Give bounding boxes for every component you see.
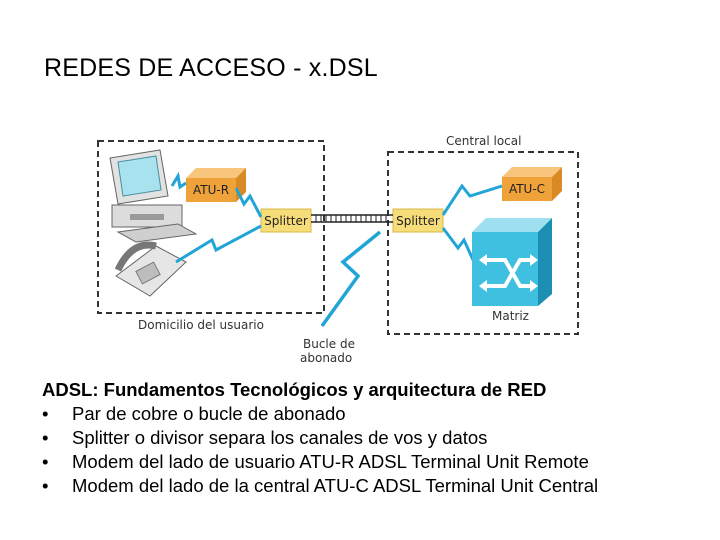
bullet-item: • Modem del lado de usuario ATU-R ADSL Te… bbox=[42, 450, 702, 474]
content-heading: ADSL: Fundamentos Tecnológicos y arquite… bbox=[42, 379, 547, 400]
loop-label-line2: abonado bbox=[300, 351, 352, 365]
splitter-right-label: Splitter bbox=[396, 214, 440, 228]
matrix-label: Matriz bbox=[492, 309, 529, 323]
bullet-text: Modem del lado de la central ATU-C ADSL … bbox=[72, 475, 599, 496]
home-region bbox=[97, 140, 325, 314]
home-label: Domicilio del usuario bbox=[138, 318, 264, 332]
atu-c-box: ATU-C bbox=[502, 167, 562, 201]
content-block: ADSL: Fundamentos Tecnológicos y arquite… bbox=[42, 378, 702, 498]
copper-pair-line bbox=[311, 214, 393, 223]
bullet-text: Par de cobre o bucle de abonado bbox=[72, 403, 346, 424]
bullet-icon: • bbox=[42, 451, 49, 472]
central-label: Central local bbox=[446, 134, 521, 148]
central-region bbox=[387, 151, 579, 335]
telephone-icon bbox=[114, 241, 187, 297]
bullet-icon: • bbox=[42, 403, 49, 424]
bullet-icon: • bbox=[42, 427, 49, 448]
switch-arrows-icon bbox=[486, 258, 530, 288]
link-atur-splitter bbox=[234, 187, 263, 218]
bullet-text: Splitter o divisor separa los canales de… bbox=[72, 427, 488, 448]
link-phone-splitter bbox=[175, 224, 262, 264]
subscriber-loop-lightning bbox=[320, 230, 382, 328]
link-splitter-matrix bbox=[441, 227, 476, 263]
atu-r-box: ATU-R bbox=[186, 168, 246, 202]
bullet-item: • Modem del lado de la central ATU-C ADSL… bbox=[42, 474, 702, 498]
splitter-right-box: Splitter bbox=[392, 208, 444, 233]
adsl-diagram: Central local Domicilio del usuario ATU-… bbox=[97, 134, 579, 365]
bullet-icon: • bbox=[42, 475, 49, 496]
atu-c-label: ATU-C bbox=[509, 182, 545, 196]
slide-title: REDES DE ACCESO - x.DSL bbox=[44, 54, 378, 82]
bullet-text: Modem del lado de usuario ATU-R ADSL Ter… bbox=[72, 451, 589, 472]
atu-r-label: ATU-R bbox=[193, 183, 229, 197]
loop-label-line1: Bucle de bbox=[303, 337, 355, 351]
link-computer-atur bbox=[170, 171, 187, 190]
link-splitter-atuc bbox=[441, 183, 503, 216]
matrix-switch: Matriz bbox=[472, 218, 552, 323]
bullet-item: • Par de cobre o bucle de abonado bbox=[42, 402, 702, 426]
computer-icon bbox=[109, 149, 198, 243]
splitter-left-label: Splitter bbox=[264, 214, 308, 228]
splitter-left-box: Splitter bbox=[260, 208, 312, 233]
bullet-item: • Splitter o divisor separa los canales d… bbox=[42, 426, 702, 450]
